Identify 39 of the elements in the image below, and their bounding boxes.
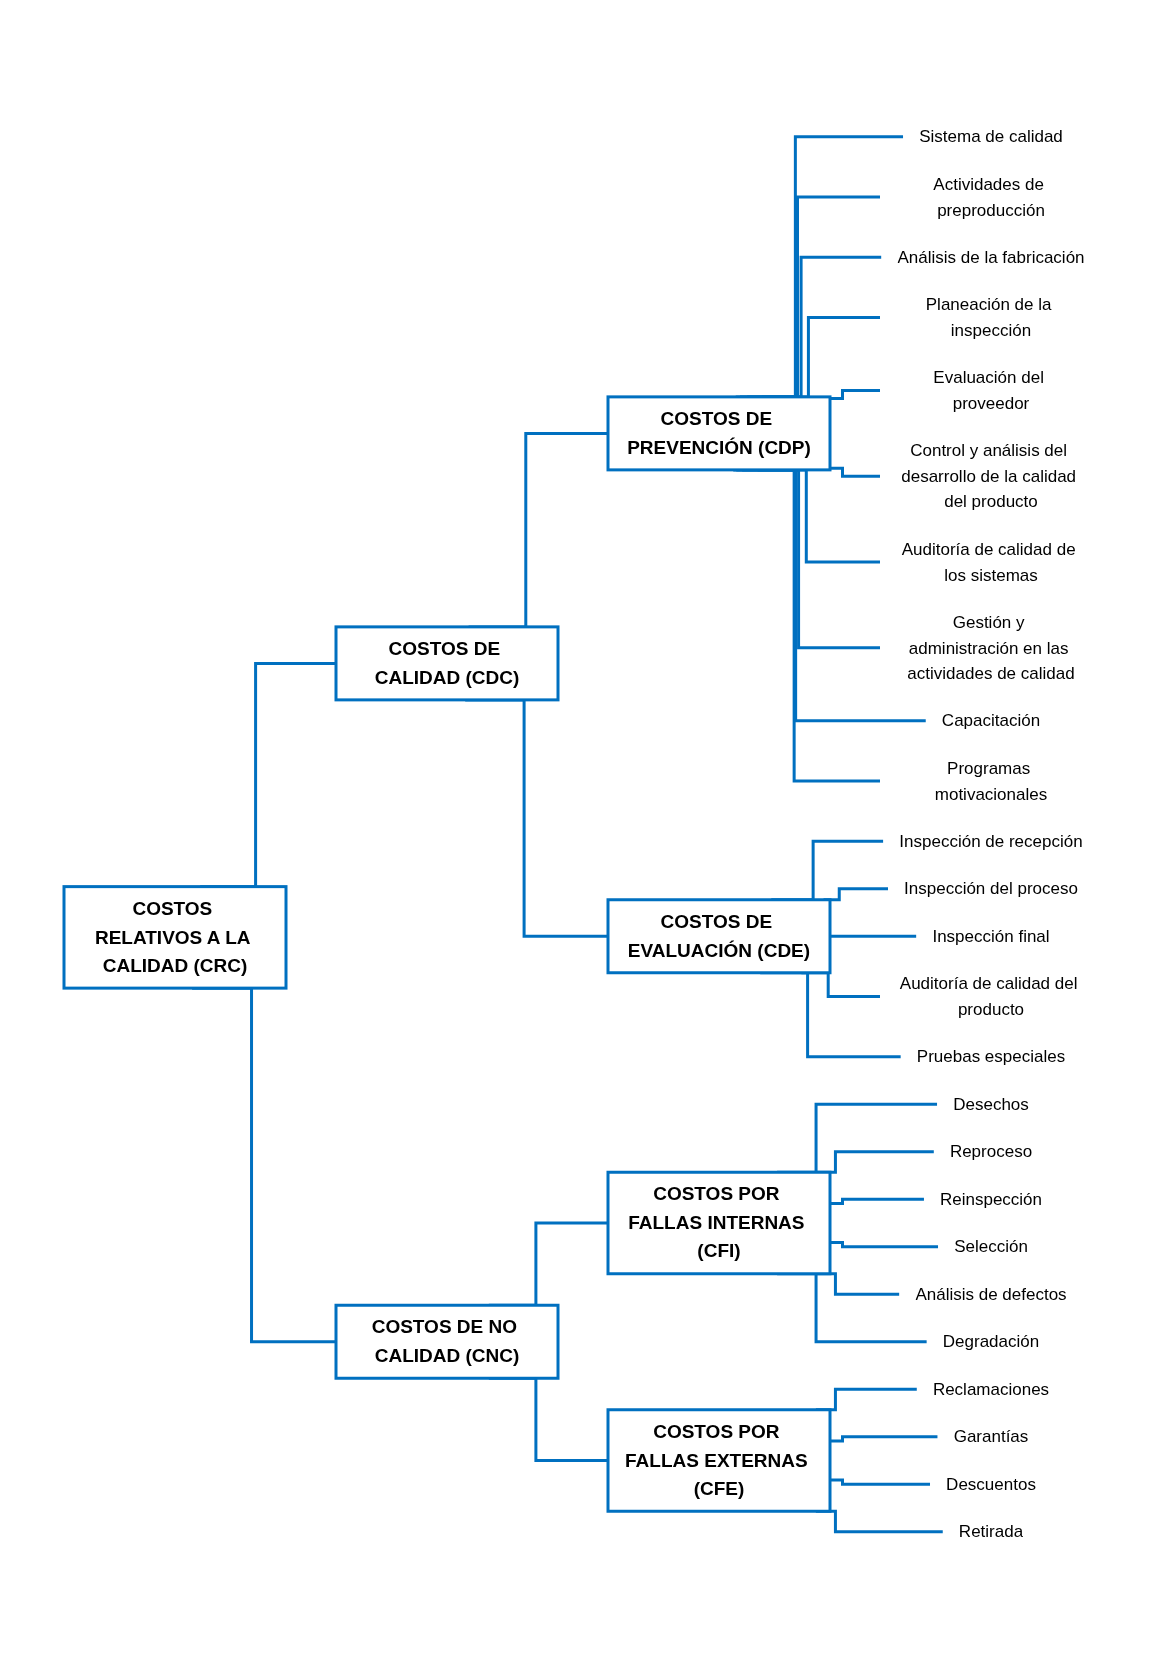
node-text: Control y análisis del desarrollo de la calidad del producto: [900, 440, 1076, 511]
node-text: Degradación: [942, 1331, 1039, 1351]
node-text: Evaluación del proveedor: [932, 367, 1044, 413]
node-text: Descuentos: [945, 1474, 1036, 1494]
node-text: Auditoría de calidad de los sistemas: [901, 539, 1076, 584]
connector: [829, 934, 916, 938]
node-box: COSTOS POR FALLAS INTERNAS (CFI): [606, 1170, 831, 1275]
node-text: Análisis de la fabricación: [896, 247, 1085, 267]
connector: [829, 1435, 938, 1443]
node-text: Inspección de recepción: [898, 831, 1083, 851]
node-text: Inspección final: [931, 926, 1050, 946]
node-box: COSTOS DE PREVENCIÓN (CDP): [606, 395, 831, 472]
node-text: Selección: [953, 1236, 1028, 1256]
node-text: Gestión y administración en las actividades de calidad: [906, 612, 1075, 683]
connector: [829, 1240, 938, 1248]
node-text: Desechos: [952, 1094, 1029, 1114]
node-text: Capacitación: [941, 710, 1040, 730]
node-text: Reinspección: [939, 1189, 1042, 1209]
connector: [829, 1197, 924, 1205]
node-text: Análisis de defectos: [914, 1284, 1067, 1304]
node-text: Programas motivacionales: [934, 758, 1047, 803]
node-text: Reproceso: [949, 1141, 1032, 1161]
node-text: Inspección del proceso: [903, 878, 1078, 898]
node-text: Reclamaciones: [932, 1379, 1049, 1399]
node-text: Sistema de calidad: [918, 126, 1063, 146]
node-text: Garantías: [953, 1426, 1028, 1446]
node-text: Planeación de la inspección: [925, 294, 1051, 340]
node-box: COSTOS DE NO CALIDAD (CNC): [334, 1303, 559, 1380]
node-text: Actividades de preproducción: [932, 174, 1045, 219]
node-text: Auditoría de calidad del producto: [899, 973, 1077, 1019]
node-box: COSTOS RELATIVOS A LA CALIDAD (CRC): [62, 884, 287, 990]
node-box: COSTOS DE CALIDAD (CDC): [334, 625, 559, 702]
connector: [829, 1478, 930, 1486]
node-text: Retirada: [958, 1521, 1023, 1541]
connector: [829, 466, 880, 478]
node-box: COSTOS POR FALLAS EXTERNAS (CFE): [606, 1408, 831, 1513]
connector: [829, 388, 880, 400]
node-text: Pruebas especiales: [916, 1046, 1065, 1066]
node-box: COSTOS DE EVALUACIÓN (CDE): [606, 898, 831, 974]
